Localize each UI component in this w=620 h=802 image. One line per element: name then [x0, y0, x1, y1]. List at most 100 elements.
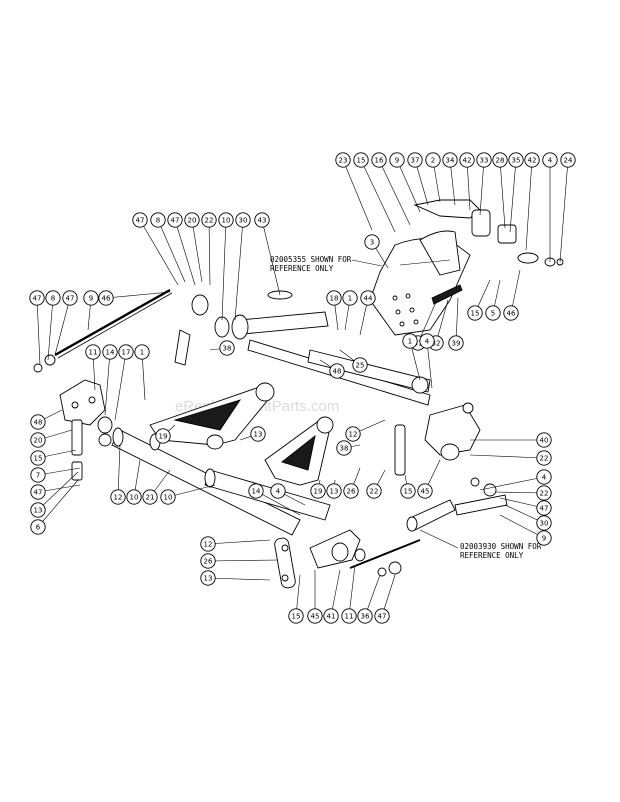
leader-line [114, 351, 127, 421]
part-callout-12: 12 [200, 536, 216, 552]
callout-number: 22 [540, 490, 549, 498]
part-callout-4: 4 [270, 483, 286, 499]
part-callout-26: 26 [343, 483, 359, 499]
lower-reference-note: 02003930 SHOWN FOR REFERENCE ONLY [419, 529, 542, 560]
leader-line [479, 476, 545, 491]
leader-line [105, 291, 171, 299]
part-callout-47: 47 [30, 484, 46, 500]
callout-number: 9 [542, 535, 546, 543]
callout-circle [389, 152, 405, 168]
callout-number: 43 [258, 217, 267, 225]
callout-circle [248, 483, 264, 499]
callout-number: 35 [512, 157, 521, 165]
leader-line [157, 219, 186, 283]
callout-circle [30, 432, 46, 448]
part-callout-13: 13 [200, 570, 216, 586]
callout-circle [29, 290, 45, 306]
right-a-arm [264, 416, 334, 486]
part-callout-4: 4 [542, 152, 558, 168]
callout-circle [30, 502, 46, 518]
callout-number: 48 [333, 368, 342, 376]
callout-number: 31 [414, 340, 423, 348]
callout-circle [360, 290, 376, 306]
leader-line [36, 297, 41, 366]
callout-circle [536, 485, 552, 501]
leader-line [37, 471, 79, 511]
leader-line [469, 454, 545, 459]
callout-circle [371, 152, 387, 168]
callout-number: 21 [146, 494, 155, 502]
callout-number: 19 [314, 488, 323, 496]
callout-circle [476, 152, 492, 168]
callout-number: 14 [252, 488, 261, 496]
callout-number: 4 [542, 474, 547, 482]
part-callout-1: 1 [402, 333, 418, 349]
part-callout-39: 39 [448, 335, 464, 351]
callout-circle [45, 290, 61, 306]
callout-circle [536, 469, 552, 485]
part-callout-14: 14 [102, 344, 118, 360]
part-callout-42: 42 [524, 152, 540, 168]
part-callout-6: 6 [30, 519, 46, 535]
part-callout-9: 9 [536, 530, 552, 546]
part-callout-34: 34 [442, 152, 458, 168]
callout-number: 10 [222, 217, 231, 225]
callout-number: 22 [540, 455, 549, 463]
part-callout-2: 2 [425, 152, 441, 168]
upper-note-line2: REFERENCE ONLY [270, 264, 334, 273]
left-linkage-rod [33, 288, 173, 373]
part-callout-18: 18 [326, 290, 342, 306]
leader-line [509, 159, 517, 233]
callout-circle [364, 234, 380, 250]
callout-circle [402, 333, 418, 349]
lower-center-linkage [274, 529, 421, 589]
callout-number: 17 [122, 349, 131, 357]
leader-line [207, 539, 271, 545]
callout-number: 33 [480, 157, 489, 165]
part-callout-17: 17 [118, 344, 134, 360]
leader-line [207, 577, 271, 581]
leader-line [414, 159, 429, 206]
part-callout-16: 16 [371, 152, 387, 168]
callout-circle [400, 483, 416, 499]
callout-number: 10 [164, 494, 173, 502]
callout-circle [110, 489, 126, 505]
callout-circle [536, 530, 552, 546]
leader-line [47, 297, 54, 361]
callout-circle [329, 363, 345, 379]
callout-circle [118, 344, 134, 360]
callout-circle [102, 344, 118, 360]
callout-circle [62, 290, 78, 306]
callout-number: 47 [171, 217, 180, 225]
part-callout-46: 46 [503, 305, 519, 321]
part-callout-7: 7 [30, 467, 46, 483]
callout-number: 24 [564, 157, 573, 165]
part-callout-13: 13 [30, 502, 46, 518]
callout-circle [30, 484, 46, 500]
callout-circle [235, 212, 251, 228]
part-callout-4: 4 [536, 469, 552, 485]
callout-number: 12 [204, 541, 213, 549]
callout-circle [326, 483, 342, 499]
leader-line [255, 490, 301, 516]
part-callout-15: 15 [30, 450, 46, 466]
leader-line [499, 159, 506, 229]
callout-number: 13 [34, 507, 43, 515]
part-callout-43: 43 [254, 212, 270, 228]
leader-line [426, 340, 433, 389]
callout-circle [323, 608, 339, 624]
right-lower-tube [204, 468, 331, 521]
part-callout-15: 15 [288, 608, 304, 624]
part-callout-15: 15 [400, 483, 416, 499]
part-callout-3: 3 [364, 234, 380, 250]
callout-number: 47 [136, 217, 145, 225]
callout-number: 20 [34, 437, 43, 445]
part-callout-20: 20 [184, 212, 200, 228]
part-callout-5: 5 [485, 305, 501, 321]
part-callout-35: 35 [508, 152, 524, 168]
callout-circle [83, 290, 99, 306]
part-callout-45: 45 [307, 608, 323, 624]
callout-number: 36 [361, 613, 370, 621]
callout-circle [98, 290, 114, 306]
part-callout-13: 13 [250, 426, 266, 442]
